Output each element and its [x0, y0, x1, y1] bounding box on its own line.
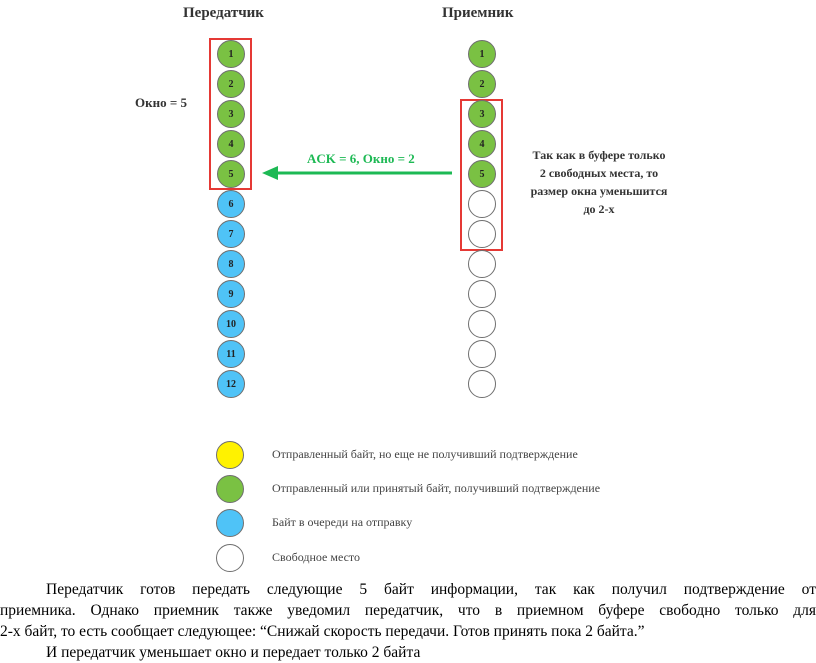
ack-arrow-icon	[262, 166, 452, 180]
receiver-note-line: до 2-х	[583, 202, 615, 216]
receiver-byte	[468, 190, 496, 218]
legend-label: Отправленный или принятый байт, получивш…	[272, 481, 601, 495]
sender-byte: 4	[217, 130, 245, 158]
receiver-note: Так как в буфере только 2 свободных мест…	[510, 146, 688, 218]
receiver-byte	[468, 340, 496, 368]
ack-label: ACK = 6, Окно = 2	[307, 151, 415, 166]
sliding-window-diagram: Передатчик Приемник Окно = 5 ACK = 6, Ок…	[135, 5, 688, 572]
sender-byte: 6	[217, 190, 245, 218]
receiver-byte: 3	[468, 100, 496, 128]
receiver-byte	[468, 280, 496, 308]
sender-byte: 5	[217, 160, 245, 188]
sender-window-frame	[209, 38, 252, 190]
receiver-byte: 5	[468, 160, 496, 188]
legend-swatch	[216, 475, 244, 503]
sender-byte: 10	[217, 310, 245, 338]
paragraph-line: И передатчик уменьшает окно и передает т…	[46, 644, 421, 661]
receiver-byte	[468, 310, 496, 338]
legend-label: Отправленный байт, но еще не получивший …	[272, 447, 578, 461]
sender-byte: 3	[217, 100, 245, 128]
sender-byte: 12	[217, 370, 245, 398]
paragraph-line: Передатчик готов передать следующие 5 ба…	[46, 581, 816, 598]
receiver-byte: 1	[468, 40, 496, 68]
receiver-note-line: размер окна уменьшится	[530, 184, 668, 198]
receiver-byte	[468, 370, 496, 398]
sender-window-label: Окно = 5	[135, 95, 187, 110]
legend-label: Свободное место	[272, 550, 360, 564]
sender-byte: 2	[217, 70, 245, 98]
sender-byte: 8	[217, 250, 245, 278]
sender-byte: 7	[217, 220, 245, 248]
sender-byte: 9	[217, 280, 245, 308]
receiver-byte: 4	[468, 130, 496, 158]
legend-swatch	[216, 441, 244, 469]
receiver-byte	[468, 250, 496, 278]
legend-label: Байт в очереди на отправку	[272, 515, 413, 529]
receiver-byte: 2	[468, 70, 496, 98]
sender-byte: 1	[217, 40, 245, 68]
sender-title: Передатчик	[183, 5, 264, 21]
legend-swatch	[216, 509, 244, 537]
receiver-byte	[468, 220, 496, 248]
legend-swatch	[216, 544, 244, 572]
receiver-note-line: 2 свободных места, то	[539, 166, 659, 180]
receiver-title: Приемник	[442, 5, 514, 21]
sender-byte: 11	[217, 340, 245, 368]
receiver-note-line: Так как в буфере только	[532, 148, 666, 162]
paragraph-line: 2-х байт, то есть сообщает следующее: “С…	[0, 623, 645, 640]
paragraph-line: приемника. Однако приемник также уведоми…	[0, 602, 816, 619]
